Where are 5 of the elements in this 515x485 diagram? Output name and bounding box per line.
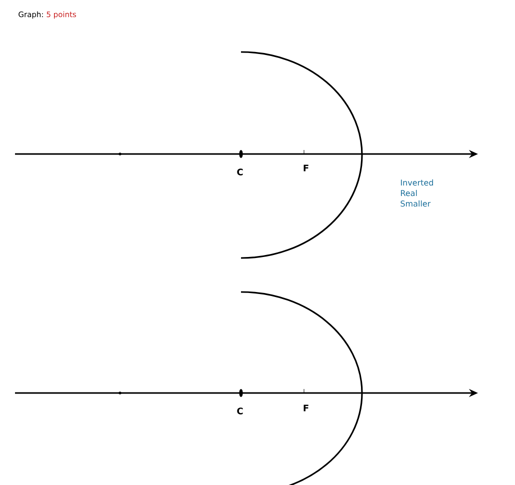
point-label: F	[304, 164, 308, 172]
point-label: F	[304, 404, 308, 412]
point-label: C	[237, 408, 243, 414]
image-description: Inverted Real Smaller	[400, 179, 433, 207]
point-label: C	[237, 168, 243, 176]
